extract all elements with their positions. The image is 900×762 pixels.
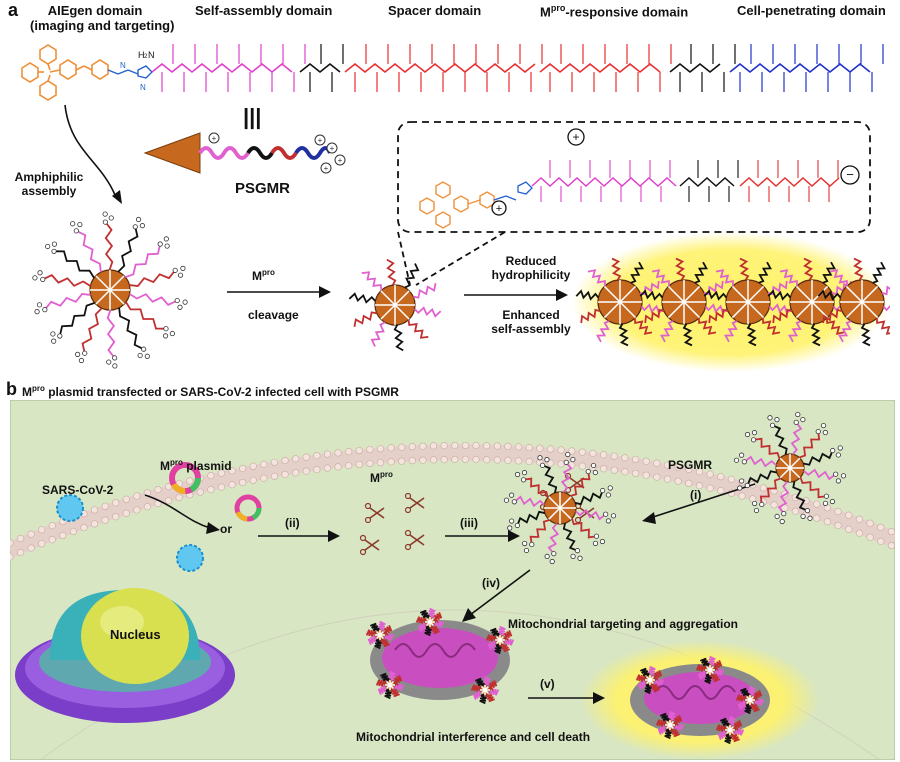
panel-b-title: Mpro plasmid transfected or SARS-CoV-2 i…	[22, 384, 399, 399]
mpro-resp-m: M	[540, 4, 551, 20]
mito-death-label: Mitochondrial interference and cell deat…	[356, 730, 591, 744]
mpro-plasmid-sup: pro	[170, 458, 183, 467]
sars-cov-2-label: SARS-CoV-2	[42, 483, 114, 497]
step-v-label: (v)	[540, 677, 555, 691]
mpro-plasmid-rest: plasmid	[182, 459, 232, 473]
mitochondrion-1	[370, 620, 510, 700]
amph-line2: assembly	[21, 184, 77, 198]
svg-text:2: 2	[144, 54, 148, 60]
micelle-cleaved	[348, 258, 442, 352]
mitochondrion-2	[630, 664, 770, 736]
svg-text:+: +	[338, 156, 343, 165]
svg-text:+: +	[572, 130, 579, 144]
enhanced-line2: self-assembly	[491, 322, 571, 336]
mito-targeting-label: Mitochondrial targeting and aggregation	[508, 617, 739, 631]
mpro-responsive-domain-title: Mpro-responsive domain	[540, 3, 688, 19]
psgmr-label-b: PSGMR	[668, 458, 713, 472]
psgmr-label-a: PSGMR	[235, 180, 291, 197]
step-iii-label: (iii)	[460, 516, 478, 530]
aiegen-title-line1: AIEgen domain	[47, 3, 143, 18]
panel-b-title-m: M	[22, 385, 32, 399]
peptide-backbone	[151, 44, 884, 92]
panel-b-letter: b	[6, 379, 17, 399]
step-i-label: (i)	[690, 488, 702, 502]
step-iv-label: (iv)	[482, 576, 500, 590]
reduced-line1: Reduced	[505, 254, 557, 268]
svg-text:N: N	[140, 83, 146, 92]
enhanced-line1: Enhanced	[502, 308, 560, 322]
panel-a-letter: a	[8, 0, 19, 20]
mpro-b-m: M	[370, 471, 380, 485]
mpro-b-sup: pro	[380, 470, 393, 479]
aiegen-domain-title: AIEgen domain (imaging and targeting)	[30, 3, 175, 33]
nucleus-label: Nucleus	[110, 627, 161, 642]
panel-b-title-rest: plasmid transfected or SARS-CoV-2 infect…	[44, 385, 399, 399]
mpro-resp-rest: -responsive domain	[565, 4, 689, 20]
cell-diagram	[10, 400, 895, 760]
svg-text:+: +	[330, 144, 335, 153]
psgmr-cartoon: +++++	[143, 132, 346, 174]
aggregated-micelles	[572, 232, 890, 372]
mpro-resp-sup: pro	[550, 3, 566, 13]
micelle-full	[32, 211, 188, 369]
svg-text:+: +	[212, 134, 217, 143]
spacer-domain-title: Spacer domain	[388, 3, 482, 18]
aiegen-molecule	[21, 44, 109, 101]
svg-text:+: +	[318, 136, 323, 145]
virus-icon-1	[56, 494, 84, 522]
or-label: or	[220, 522, 232, 536]
pyridinium-linker	[107, 65, 153, 79]
mpro-label-b: Mpro	[370, 470, 393, 485]
virus-icon-2	[176, 544, 204, 572]
cell-penetrating-domain-title: Cell-penetrating domain	[737, 3, 886, 18]
svg-text:H: H	[138, 50, 145, 60]
reduced-line2: hydrophilicity	[491, 268, 571, 282]
svg-text:N: N	[148, 50, 155, 60]
mpro-arrow-sup: pro	[262, 268, 275, 277]
enhanced-self-assembly-label: Enhanced self-assembly	[476, 308, 586, 336]
svg-text:+: +	[324, 164, 329, 173]
cleavage-arrow	[227, 286, 331, 298]
plasmid-icon-1	[169, 462, 201, 494]
panel-b-title-sup: pro	[32, 384, 45, 393]
svg-text:−: −	[846, 167, 854, 182]
reduced-hydrophilicity-label: Reduced hydrophilicity	[476, 254, 586, 282]
nucleus-structure	[15, 588, 235, 723]
amphiphilic-arrow	[64, 104, 122, 204]
svg-text:N: N	[120, 61, 126, 70]
mpro-arrow-label: Mpro	[252, 268, 275, 283]
mpro-plasmid-label: Mpro plasmid	[160, 458, 232, 473]
equivalence-symbol: |||	[243, 104, 262, 129]
aiegen-title-line2: (imaging and targeting)	[30, 18, 175, 33]
mpro-arrow-m: M	[252, 269, 262, 283]
step-ii-label: (ii)	[285, 516, 300, 530]
amphiphilic-assembly-label: Amphiphilic assembly	[4, 170, 94, 198]
amph-line1: Amphiphilic	[14, 170, 84, 184]
mpro-plasmid-m: M	[160, 459, 170, 473]
self-assembly-arrow	[464, 289, 568, 301]
plasmid-icon-2	[234, 494, 262, 522]
svg-text:+: +	[496, 203, 502, 215]
cleavage-label: cleavage	[248, 308, 299, 322]
self-assembly-domain-title: Self-assembly domain	[195, 3, 333, 18]
